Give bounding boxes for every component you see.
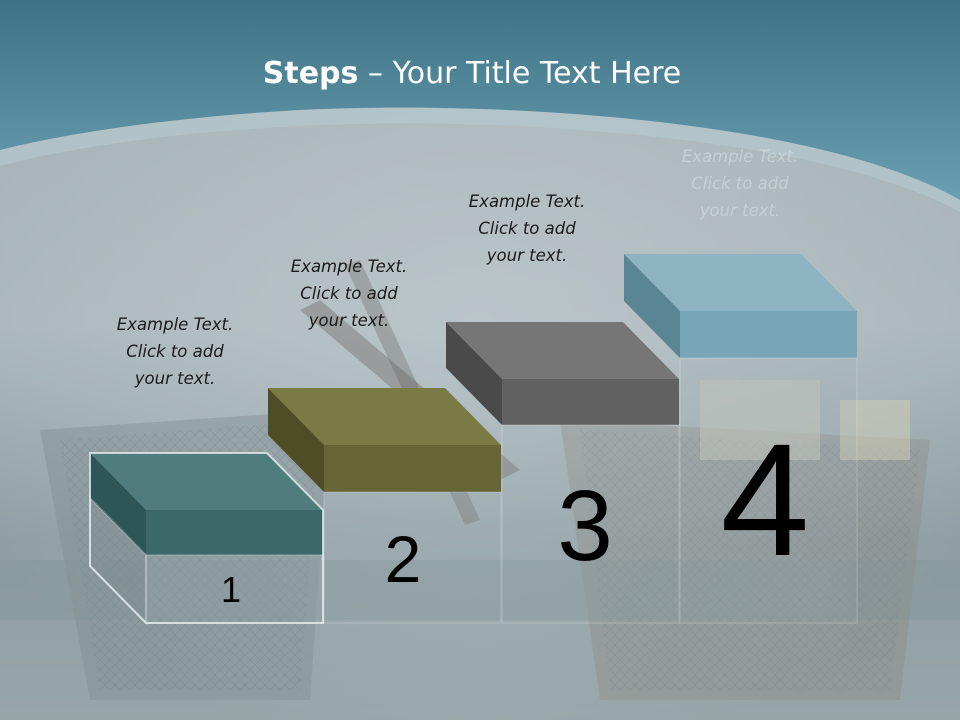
title-rest: – Your Title Text Here [358,56,682,91]
step-3-text[interactable]: Example Text. Click to add your text. [437,188,617,269]
step-3-block[interactable] [446,322,680,624]
step-2-number: 2 [384,522,422,596]
title-bold: Steps [262,56,359,91]
step-1-block[interactable] [89,453,324,626]
slide-title[interactable]: Steps – Your Title Text Here [0,56,944,91]
step-3-line-2: Click to add [478,219,576,238]
step-1-text[interactable]: Example Text. Click to add your text. [85,311,265,392]
step-1-line-3: your text. [134,369,216,388]
step-2-block[interactable] [268,388,502,624]
step-4-line-2: Click to add [691,174,789,193]
step-2-text[interactable]: Example Text. Click to add your text. [259,253,439,334]
step-3-line-3: your text. [486,246,568,265]
step-4-line-3: your text. [699,201,781,220]
step-4-line-1: Example Text. [681,147,799,166]
step-4-block[interactable] [624,254,858,624]
step-2-line-1: Example Text. [290,257,408,276]
step-3-line-1: Example Text. [468,192,586,211]
step-1-line-1: Example Text. [116,315,234,334]
step-1-line-2: Click to add [126,342,224,361]
step-3-number: 3 [557,470,613,582]
step-1-number: 1 [220,569,242,610]
step-4-text[interactable]: Example Text. Click to add your text. [650,143,830,224]
step-4-number: 4 [720,410,810,589]
step-2-line-2: Click to add [300,284,398,303]
step-2-line-3: your text. [308,311,390,330]
title-banner [0,0,960,200]
